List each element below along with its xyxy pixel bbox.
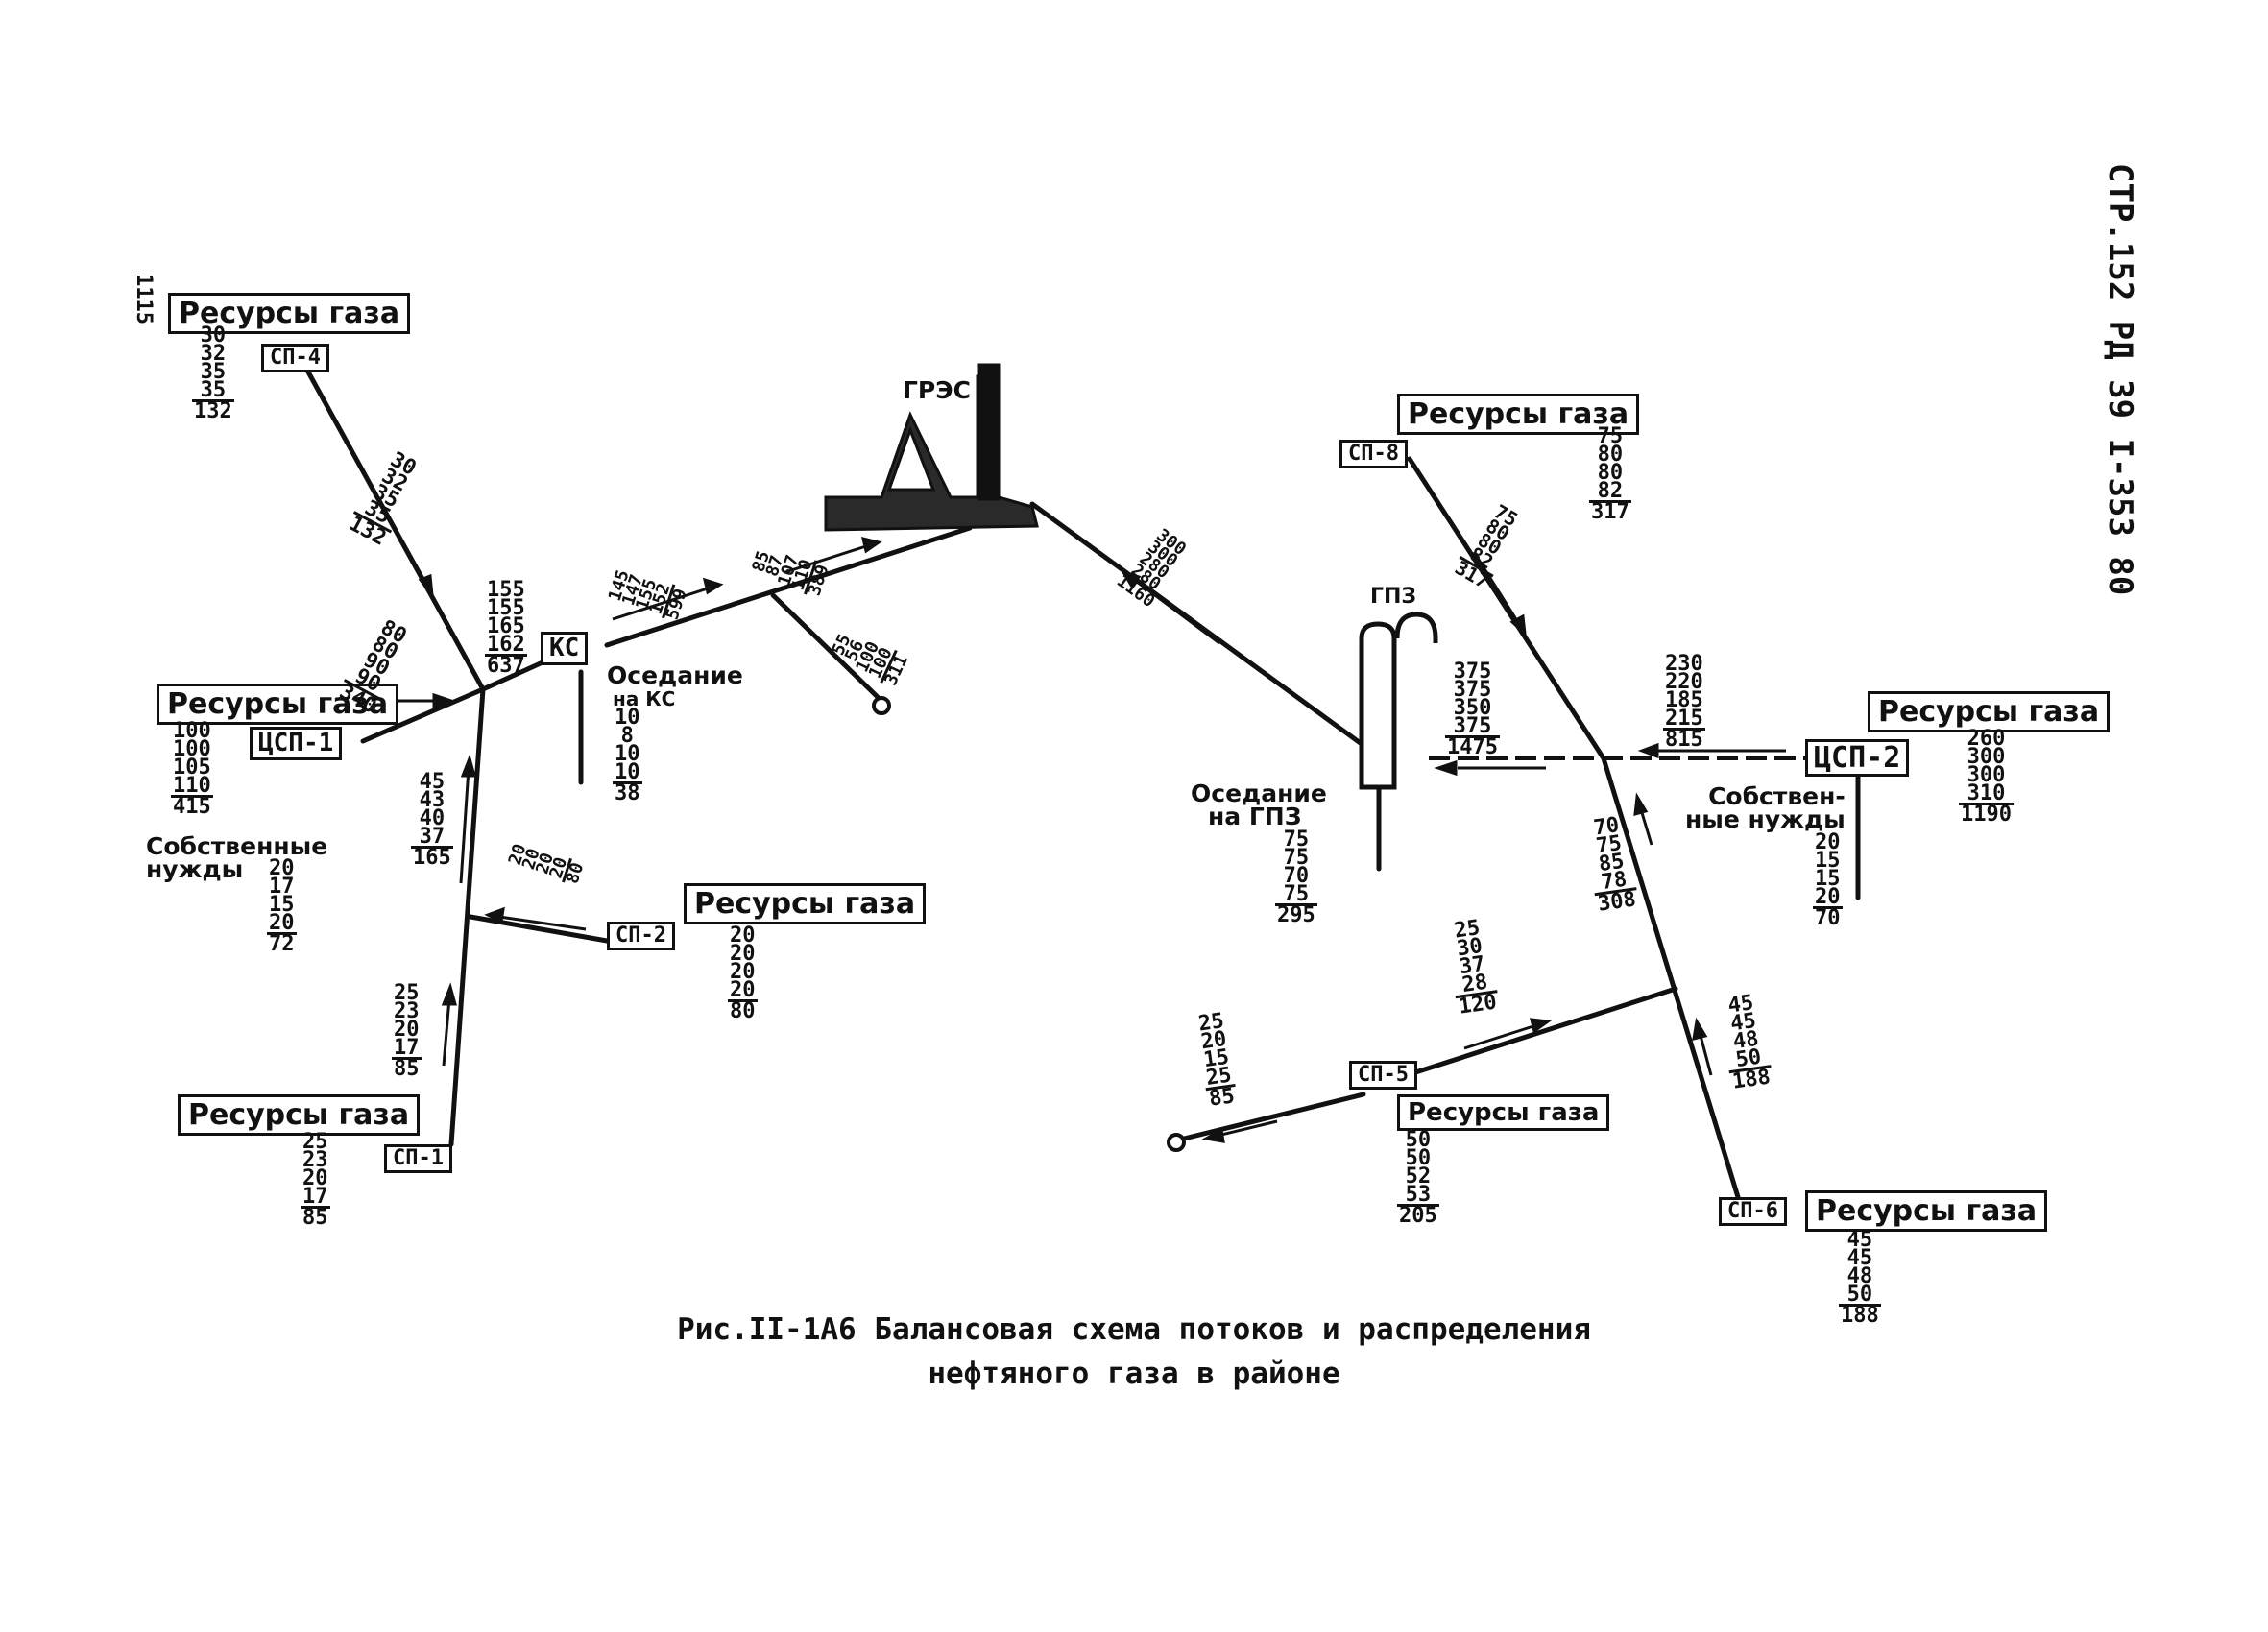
node-csp1: ЦСП-1 <box>250 727 343 760</box>
node-sp5: СП-5 <box>1349 1061 1417 1091</box>
caption-line-2: нефтяного газа в районе <box>928 1356 1340 1391</box>
node-sp8: СП-8 <box>1339 440 1408 469</box>
gpz-label: ГПЗ <box>1370 585 1417 609</box>
pipe-sp8 <box>1407 456 1606 761</box>
own-needs-right-label: Собствен-ные нужды <box>1685 782 1846 833</box>
consumer-end-branch <box>872 696 891 715</box>
pipe-junction-ks <box>480 660 545 692</box>
resources-csp2: Ресурсы газа <box>1868 691 2111 732</box>
resources-sp4: Ресурсы газа <box>168 293 411 334</box>
pipe-trunk <box>448 686 486 1147</box>
resources-sp2: Ресурсы газа <box>684 883 927 924</box>
gpz-plant-icon <box>1359 612 1438 790</box>
node-ks: КС <box>541 632 589 665</box>
pipe-sp5-left <box>1173 1092 1366 1143</box>
pipe-sp5 <box>1404 986 1678 1078</box>
pipe-gres-gpz <box>1029 501 1364 747</box>
node-sp2: СП-2 <box>607 922 675 951</box>
node-sp4: СП-4 <box>261 344 329 373</box>
resources-sp1: Ресурсы газа <box>178 1094 421 1136</box>
resources-sp6: Ресурсы газа <box>1805 1190 2048 1232</box>
resources-sp5: Ресурсы газа <box>1397 1094 1610 1131</box>
gres-building-icon <box>824 363 1039 532</box>
pipe-sp2 <box>468 914 610 944</box>
figure-caption: Рис.II-1А6 Балансовая схема потоков и ра… <box>0 1308 2268 1396</box>
pipe-ks-gres <box>604 525 973 648</box>
node-csp2: ЦСП-2 <box>1805 739 1910 777</box>
node-sp6: СП-6 <box>1719 1197 1787 1227</box>
resources-csp1: Ресурсы газа <box>157 684 399 725</box>
pipe-branch <box>770 592 884 704</box>
pipe-csp1 <box>360 686 486 744</box>
node-sp1: СП-1 <box>384 1144 452 1174</box>
page-code: СТР.152 РД 39 I-353 80 <box>2101 163 2139 596</box>
gres-label: ГРЭС <box>903 376 971 404</box>
margin-number: 1115 <box>132 274 156 324</box>
pipe-junction-sp6 <box>1601 756 1741 1200</box>
consumer-end-sp5 <box>1167 1133 1186 1152</box>
resources-sp8: Ресурсы газа <box>1397 394 1640 435</box>
caption-line-1: Рис.II-1А6 Балансовая схема потоков и ра… <box>677 1312 1591 1347</box>
